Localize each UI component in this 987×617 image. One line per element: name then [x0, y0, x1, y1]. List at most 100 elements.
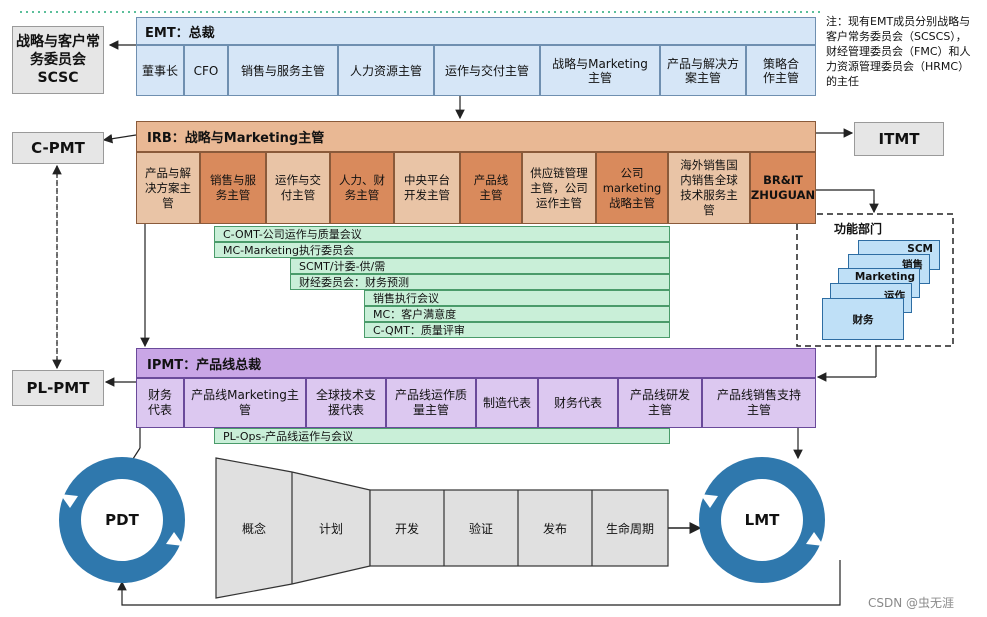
scsc-label: 战略与客户常务委员会SCSC	[16, 34, 100, 86]
emt-note: 注：现有EMT成员分别战略与客户常务委员会（SCSCS），财经管理委员会（FMC…	[826, 14, 974, 118]
emt-member-label: 董事长	[141, 63, 178, 78]
irb-member-label: 运作与交付主管	[275, 173, 321, 202]
ipmt-member-label: 产品线研发主管	[629, 388, 690, 417]
irb-member: 人力、财务主管	[330, 152, 394, 224]
irb-member-label: 公司marketing战略主管	[602, 165, 662, 210]
ipmt-title: IPMT：产品线总裁	[147, 357, 262, 373]
irb-member: 产品与解决方案主管	[136, 152, 200, 224]
watermark-text: CSDN @虫无涯	[868, 596, 955, 610]
lifecycle-funnel	[215, 457, 669, 599]
committee-bar: MC：客户满意度	[364, 306, 670, 322]
emt-member: CFO	[184, 45, 228, 96]
functions-title: 功能部门	[834, 220, 882, 237]
function-card-finance: 财务	[822, 298, 904, 340]
irb-member-label: 人力、财务主管	[339, 173, 385, 202]
stage-develop: 开发	[370, 516, 444, 540]
committee-label: MC：客户满意度	[373, 308, 457, 321]
irb-member-label: 产品线主管	[473, 173, 509, 202]
ipmt-member-label: 财务代表	[147, 388, 172, 417]
irb-member: 公司marketing战略主管	[596, 152, 668, 224]
stage-label: 生命周期	[605, 521, 654, 536]
scsc-box: 战略与客户常务委员会SCSC	[12, 26, 104, 94]
ipmt-header: IPMT：产品线总裁	[136, 348, 816, 378]
emt-member-label: CFO	[193, 63, 219, 78]
stage-plan: 计划	[292, 516, 370, 540]
ipmt-member: 产品线研发主管	[618, 378, 702, 428]
committee-label: MC-Marketing执行委员会	[223, 244, 354, 257]
committee-label: SCMT/计委-供/需	[299, 260, 386, 273]
pl-ops-meeting-label: PL-Ops-产品线运作与会议	[223, 430, 354, 443]
committee-bar: C-QMT：质量评审	[364, 322, 670, 338]
committee-bar: 财经委员会：财务预测	[290, 274, 670, 290]
stage-label: 计划	[318, 521, 343, 536]
pdt-label: PDT	[92, 508, 152, 532]
emt-member: 董事长	[136, 45, 184, 96]
pdt-label-text: PDT	[105, 511, 139, 529]
emt-member-label: 销售与服务主管	[240, 63, 325, 78]
ipmt-member: 产品线销售支持主管	[702, 378, 816, 428]
irb-member-label: 中央平台开发主管	[404, 173, 450, 202]
committee-label: C-QMT：质量评审	[373, 324, 465, 337]
ipmt-member: 制造代表	[476, 378, 538, 428]
irb-member: BR&IT ZHUGUAN	[750, 152, 816, 224]
irb-member-label: BR&IT ZHUGUAN	[750, 173, 816, 202]
ipmt-member-label: 制造代表	[482, 395, 531, 410]
irb-member: 海外销售国内销售全球技术服务主管	[668, 152, 750, 224]
emt-member: 销售与服务主管	[228, 45, 338, 96]
committee-bar: C-OMT-公司运作与质量会议	[214, 226, 670, 242]
stage-verify: 验证	[444, 516, 518, 540]
itmt-box: ITMT	[854, 122, 944, 156]
stage-release: 发布	[518, 516, 592, 540]
emt-member: 运作与交付主管	[434, 45, 540, 96]
emt-member: 人力资源主管	[338, 45, 434, 96]
emt-note-text: 注：现有EMT成员分别战略与客户常务委员会（SCSCS），财经管理委员会（FMC…	[826, 15, 971, 88]
committee-label: 销售执行会议	[373, 292, 439, 305]
pdt-cycle-ring	[59, 457, 185, 583]
irb-member: 产品线主管	[460, 152, 522, 224]
pl-ops-meeting-bar: PL-Ops-产品线运作与会议	[214, 428, 670, 444]
cpmt-label: C-PMT	[31, 139, 85, 157]
emt-member: 产品与解决方案主管	[660, 45, 746, 96]
ipmt-member: 产品线Marketing主管	[184, 378, 306, 428]
committee-bar: SCMT/计委-供/需	[290, 258, 670, 274]
itmt-label: ITMT	[878, 130, 920, 148]
lmt-label: LMT	[732, 508, 792, 532]
functions-title-label: 功能部门	[834, 222, 883, 236]
irb-header: IRB：战略与Marketing主管	[136, 121, 816, 152]
ipmt-member: 财务代表	[136, 378, 184, 428]
ipmt-member-label: 产品线运作质量主管	[395, 388, 468, 417]
ipmt-member: 全球技术支援代表	[306, 378, 386, 428]
irb-member: 运作与交付主管	[266, 152, 330, 224]
committee-bar: MC-Marketing执行委员会	[214, 242, 670, 258]
ipmt-member: 财务代表	[538, 378, 618, 428]
emt-member-label: 战略与Marketing主管	[552, 56, 648, 85]
emt-header: EMT：总裁	[136, 17, 816, 45]
plpmt-box: PL-PMT	[12, 370, 104, 406]
irb-title: IRB：战略与Marketing主管	[147, 131, 325, 146]
lmt-cycle-ring	[699, 457, 825, 583]
ipmt-member-label: 产品线销售支持主管	[716, 388, 801, 417]
committee-label: C-OMT-公司运作与质量会议	[223, 228, 362, 241]
ipmt-member-label: 产品线Marketing主管	[191, 388, 299, 417]
emt-member-label: 产品与解决方案主管	[667, 56, 740, 85]
function-card-label: 财务	[852, 313, 874, 326]
irb-member-label: 销售与服务主管	[210, 173, 256, 202]
irb-member: 中央平台开发主管	[394, 152, 460, 224]
irb-member: 供应链管理主管，公司运作主管	[522, 152, 596, 224]
watermark: CSDN @虫无涯	[868, 594, 954, 611]
function-card-label: SCM	[907, 243, 933, 255]
emt-member-label: 人力资源主管	[349, 63, 422, 78]
stage-label: 概念	[241, 521, 266, 536]
stage-label: 验证	[468, 521, 493, 536]
ipmt-member-label: 财务代表	[553, 395, 602, 410]
emt-member-label: 策略合作主管	[762, 56, 799, 85]
irb-member-label: 供应链管理主管，公司运作主管	[530, 165, 588, 210]
lmt-label-text: LMT	[744, 511, 780, 529]
committee-bar: 销售执行会议	[364, 290, 670, 306]
function-card-label: Marketing	[854, 271, 915, 283]
emt-member: 战略与Marketing主管	[540, 45, 660, 96]
committee-label: 财经委员会：财务预测	[299, 276, 409, 289]
emt-title: EMT：总裁	[145, 25, 215, 41]
ipmt-member-label: 全球技术支援代表	[315, 388, 376, 417]
